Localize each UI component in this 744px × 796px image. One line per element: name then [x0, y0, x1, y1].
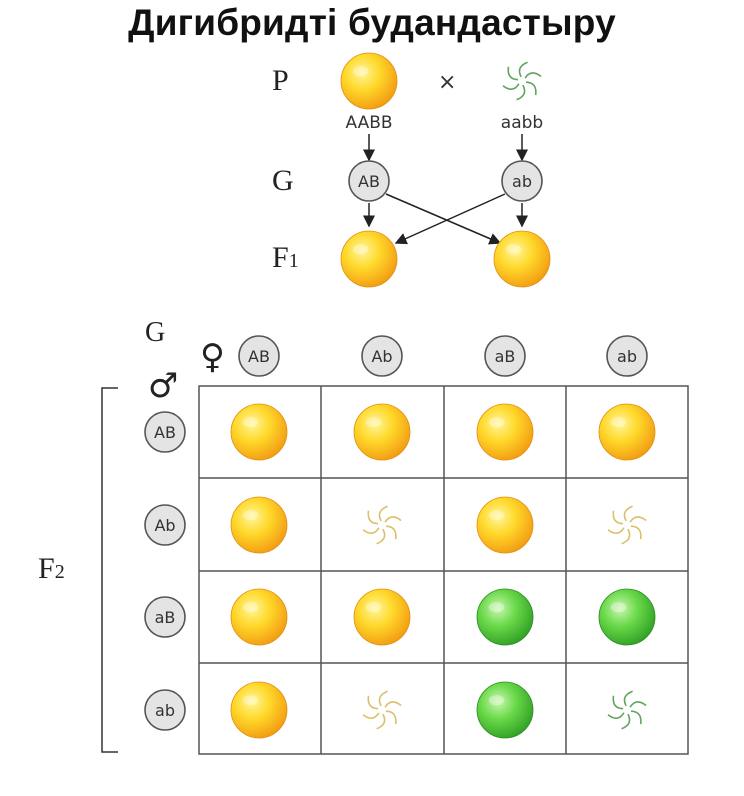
f1-seed-right [493, 230, 551, 288]
punnett-square: G ♀ ♂ AB Ab aB ab AB Ab aB ab F2 [38, 317, 689, 755]
arrow-g1-cross [385, 193, 502, 245]
female-gamete-4: ab [606, 335, 648, 377]
parent1-gamete-label: AB [358, 172, 380, 191]
male-gamete-1: AB [144, 411, 186, 453]
f2-seed-r3-c2 [353, 588, 411, 646]
female-gamete-3-label: aB [495, 347, 516, 366]
female-gamete-4-label: ab [617, 347, 637, 366]
parent1-genotype: AABB [345, 113, 392, 133]
parent2-gamete: ab [501, 160, 543, 202]
male-gamete-column: AB Ab aB ab [144, 411, 186, 731]
male-symbol: ♂ [148, 366, 178, 406]
parent1-gamete: AB [348, 160, 390, 202]
male-gamete-3-label: aB [155, 608, 176, 627]
punnett-g-label: G [145, 317, 165, 348]
parental-cross: P × AABB aabb G AB ab F1 [272, 52, 551, 288]
f2-seed-r2-c1 [230, 496, 288, 554]
male-gamete-2-label: Ab [154, 516, 175, 535]
f2-seed-r2-c4 [607, 505, 647, 545]
p-generation-label: P [272, 64, 289, 97]
f2-seed-r3-c1 [230, 588, 288, 646]
f1-generation-label: F1 [272, 241, 299, 274]
f2-seed-r2-c3 [476, 496, 534, 554]
f1-seed-left [340, 230, 398, 288]
f2-generation-label: F2 [38, 552, 65, 585]
f2-seed-r1-c3 [476, 403, 534, 461]
f2-seed-r1-c4 [598, 403, 656, 461]
page-title: Дигибридті будандастыру [128, 2, 616, 43]
f2-seed-r3-c3 [476, 588, 534, 646]
female-gamete-2-label: Ab [371, 347, 392, 366]
f2-seed-r4-c3 [476, 681, 534, 739]
f2-seed-r2-c2 [362, 505, 402, 545]
f1-seed-right-shape [493, 230, 551, 288]
female-gamete-1-label: AB [248, 347, 270, 366]
f1-seed-left-shape [340, 230, 398, 288]
arrow-g2-cross [394, 193, 506, 245]
g-generation-label: G [272, 164, 294, 197]
punnett-seeds [230, 403, 656, 739]
male-gamete-4-label: ab [155, 701, 175, 720]
parent2-seed-shape [502, 61, 542, 101]
parent1-seed [340, 52, 398, 110]
punnett-grid [198, 385, 689, 755]
female-gamete-1: AB [238, 335, 280, 377]
parent2-gamete-label: ab [512, 172, 532, 191]
male-gamete-4: ab [144, 689, 186, 731]
male-gamete-1-label: AB [154, 423, 176, 442]
f2-seed-r3-c4 [598, 588, 656, 646]
female-gamete-2: Ab [361, 335, 403, 377]
f2-seed-r4-c1 [230, 681, 288, 739]
cross-sign: × [438, 70, 456, 95]
female-gamete-3: aB [484, 335, 526, 377]
f2-seed-r1-c2 [353, 403, 411, 461]
male-gamete-3: aB [144, 596, 186, 638]
male-gamete-2: Ab [144, 504, 186, 546]
parent2-seed [502, 61, 542, 101]
parent2-genotype: aabb [501, 113, 543, 133]
f2-seed-r1-c1 [230, 403, 288, 461]
parent1-seed-shape [340, 52, 398, 110]
female-symbol: ♀ [200, 337, 225, 377]
female-gamete-header: AB Ab aB ab [238, 335, 648, 377]
f2-seed-r4-c2 [362, 690, 402, 730]
f2-bracket [101, 387, 118, 753]
f2-seed-r4-c4 [607, 690, 647, 730]
